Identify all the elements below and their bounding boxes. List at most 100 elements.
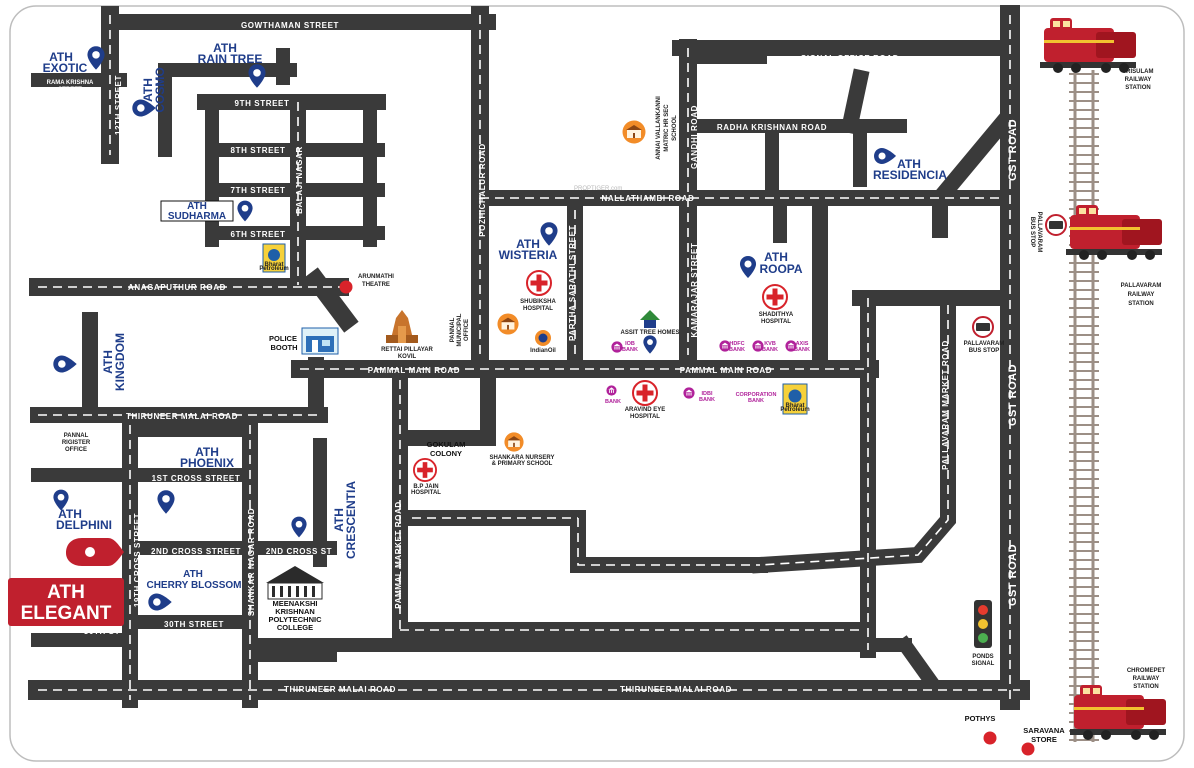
svg-text:PONDS: PONDS: [972, 654, 993, 660]
project-label: COSMO: [153, 67, 167, 112]
svg-text:HOSPITAL: HOSPITAL: [761, 319, 791, 325]
project-label: ROOPA: [759, 262, 802, 276]
svg-text:PANNAL: PANNAL: [450, 317, 456, 342]
project-label: WISTERIA: [499, 248, 558, 262]
project-label: ATH: [58, 507, 82, 521]
project-label: SUDHARMA: [168, 211, 226, 222]
road-label-6th-street: 6TH STREET: [231, 230, 286, 239]
svg-text:BANK: BANK: [605, 399, 621, 405]
svg-text:BANK: BANK: [748, 398, 764, 404]
svg-text:COLLEGE: COLLEGE: [277, 623, 313, 632]
project-label: DELPHINI: [56, 518, 112, 532]
svg-text:STORE: STORE: [1031, 735, 1057, 744]
landmark-pallavaram-station: PALLAVARAM RAILWAY STATION: [1066, 205, 1162, 307]
project-ath-cosmo[interactable]: ATH COSMO: [132, 67, 167, 117]
project-ath-roopa[interactable]: ATH ROOPA: [739, 250, 803, 278]
svg-text:POTHYS: POTHYS: [965, 714, 996, 723]
road-label-1st-cross: 1ST CROSS STREET: [152, 474, 241, 483]
svg-text:STATION: STATION: [1133, 684, 1158, 690]
road-label-12th-street: 12TH STREET: [114, 75, 123, 135]
landmark-pothys: POTHYS: [965, 714, 997, 745]
road-label-pallavaram-market: PALLAVARAM MARKET ROAD: [941, 340, 950, 470]
project-ath-elegant[interactable]: ATH ELEGANT: [8, 538, 124, 626]
landmark-chromepet-station: CHROMEPET RAILWAY STATION: [1070, 668, 1166, 740]
project-label: ATH: [332, 508, 346, 532]
svg-text:HOSPITAL: HOSPITAL: [630, 414, 660, 420]
road-label-pammal-main-2: PAMMAL MAIN ROAD: [680, 366, 772, 375]
road-label-anagaputhur: ANAGAPUTHUR ROAD: [128, 283, 226, 292]
svg-text:IndianOil: IndianOil: [530, 348, 556, 354]
svg-text:SARAVANA: SARAVANA: [1023, 726, 1065, 735]
svg-text:BANK: BANK: [699, 397, 715, 403]
project-ath-wisteria[interactable]: ATH WISTERIA: [499, 222, 558, 262]
landmark-gokulam-colony: GOKULAM COLONY: [427, 440, 466, 458]
project-label: RAIN TREE: [198, 52, 263, 66]
project-ath-sudharma[interactable]: ATH SUDHARMA: [160, 200, 253, 222]
college-icon: [266, 566, 324, 600]
landmark-hdfc-bank: HDFC BANK: [719, 340, 745, 353]
svg-text:CHROMEPET: CHROMEPET: [1127, 668, 1166, 674]
road-label-partha-sarathi: PARTHA SARATHI STREET: [568, 225, 577, 341]
project-label: ATH: [187, 201, 207, 212]
svg-text:STATION: STATION: [1128, 301, 1153, 307]
svg-text:THEATRE: THEATRE: [362, 282, 390, 288]
location-dot-icon: [339, 280, 353, 294]
landmark-ponds-signal: PONDS SIGNAL: [972, 600, 995, 667]
svg-text:PALLAVARAM: PALLAVARAM: [1036, 212, 1042, 253]
landmark-annai-school: ANNAI VALLANKANNI MATRIC HR SEC SCHOOL: [622, 96, 678, 160]
project-ath-kingdom[interactable]: ATH KINGDOM: [53, 333, 127, 391]
svg-text:BANK: BANK: [762, 347, 778, 353]
project-label: ELEGANT: [21, 603, 112, 624]
landmark-pannal-register-office: PANNAL RIGISTER OFFICE: [62, 433, 91, 453]
landmark-shadithya-hospital: SHADITHYA HOSPITAL: [759, 284, 794, 325]
svg-text:Bharat: Bharat: [264, 262, 283, 268]
landmark-shubiksha-hospital: SHUBIKSHA HOSPITAL: [520, 270, 557, 312]
svg-text:PANNAL: PANNAL: [64, 433, 89, 439]
road-label-9th-street: 9TH STREET: [235, 99, 290, 108]
project-label: EXOTIC: [43, 61, 88, 75]
road-label-gandhi: GANDHI ROAD: [690, 105, 699, 169]
svg-text:IOB: IOB: [625, 341, 635, 347]
project-label: ATH: [516, 237, 540, 251]
project-label: CRESCENTIA: [344, 481, 358, 559]
road-label-thiruneer-malai-top: THIRUNEER MALAI ROAD: [126, 412, 238, 421]
project-ath-delphini[interactable]: ATH DELPHINI: [53, 489, 112, 532]
location-dot-icon: [1021, 742, 1035, 756]
road-label-30th-st: 30TH ST: [84, 627, 120, 636]
project-ath-residencia[interactable]: ATH RESIDENCIA: [873, 147, 947, 182]
road-labels: GOWTHAMAN STREET SIGNAL OFFICE ROAD RAMA…: [47, 21, 1019, 694]
landmark-assit-tree-homes: ASSIT TREE HOMES: [620, 310, 680, 354]
road-segment: [895, 635, 940, 690]
project-label: ATH: [897, 157, 921, 171]
road-segment: [840, 68, 870, 135]
project-ath-rain-tree[interactable]: ATH RAIN TREE: [198, 41, 266, 88]
landmark-axis-bank: AXIS BANK: [785, 340, 810, 353]
landmark-arunmathi-theatre: ARUNMATHI THEATRE: [339, 274, 394, 294]
hospital-cross-icon: [413, 458, 437, 482]
landmark-bp-jain-hospital: B.P JAIN HOSPITAL: [411, 458, 441, 496]
road-label-shankar-nagar: SHANKAR NAGAR ROAD: [247, 508, 256, 616]
project-ath-cherry-blossom[interactable]: ATH CHERRY BLOSSOM: [146, 569, 242, 611]
project-label: ATH: [49, 50, 73, 64]
landmark-trisulam-station: TRISULAM RAILWAY STATION: [1040, 18, 1154, 91]
road-label-thiruneer-malai-bottom-2: THIRUNEER MALAI ROAD: [620, 685, 732, 694]
landmark-school-wisteria: [497, 313, 519, 335]
project-ath-phoenix[interactable]: ATH PHOENIX: [157, 445, 234, 514]
lane-dash: [759, 305, 949, 566]
project-ath-crescentia[interactable]: ATH CRESCENTIA: [291, 481, 358, 559]
landmark-corporation-bank: CORPORATION BANK: [736, 392, 777, 404]
svg-text:SCHOOL: SCHOOL: [672, 115, 678, 141]
school-icon: [504, 432, 524, 452]
svg-text:OFFICE: OFFICE: [65, 447, 87, 453]
hospital-cross-icon: [762, 284, 788, 310]
svg-text:SHANKARA NURSERY: SHANKARA NURSERY: [490, 455, 555, 461]
svg-text:HDFC: HDFC: [729, 341, 744, 347]
road-label-gst-2: GST ROAD: [1007, 364, 1019, 426]
project-ath-exotic[interactable]: ATH EXOTIC: [43, 46, 105, 75]
landmark-iob-bank: IOB BANK: [611, 341, 638, 353]
svg-text:BANK: BANK: [794, 347, 810, 353]
project-label: PHOENIX: [180, 456, 234, 470]
svg-text:RAILWAY: RAILWAY: [1133, 676, 1160, 682]
svg-text:BOOTH: BOOTH: [270, 343, 297, 352]
road-label-signal-office: SIGNAL OFFICE ROAD: [801, 54, 899, 63]
